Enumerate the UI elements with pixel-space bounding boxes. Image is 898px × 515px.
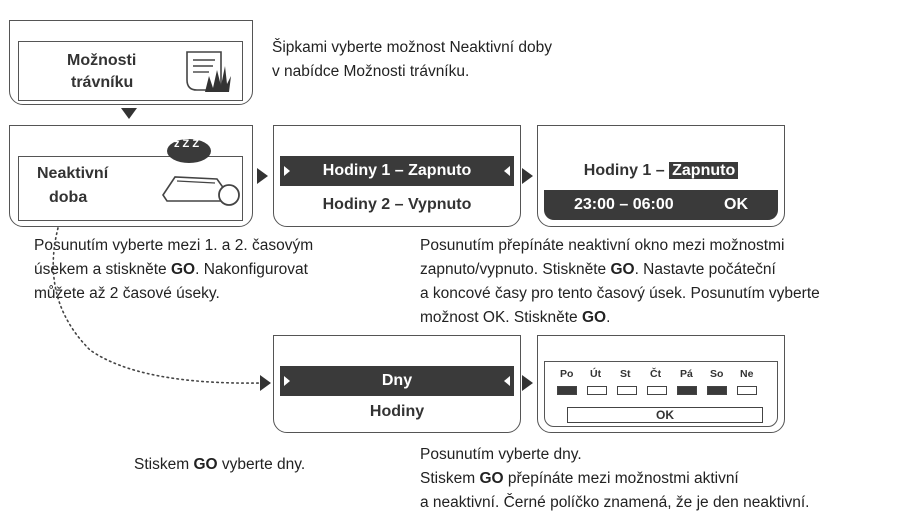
days-label: Dny bbox=[381, 372, 413, 389]
days-hours-list: Dny Hodiny bbox=[280, 366, 514, 428]
select-period-text-3: můžete až 2 časové úseky. bbox=[34, 285, 220, 302]
step1-text-line2: v nabídce Možnosti trávníku. bbox=[272, 63, 470, 80]
hours-edit-ok-button[interactable]: OK bbox=[724, 196, 748, 213]
lawn-options-label-1: Možnosti bbox=[67, 52, 137, 69]
toggle-window-text-2: zapnuto/vypnuto. Stiskněte GO. Nastavte … bbox=[420, 261, 776, 278]
inactive-time-label-1: Neaktivní bbox=[37, 165, 109, 182]
hours-edit-title: Hodiny 1 – Zapnuto bbox=[544, 156, 778, 186]
day-checkbox-0[interactable] bbox=[557, 386, 577, 395]
select-days-text-2: Stiskem GO přepínáte mezi možnostmi akti… bbox=[420, 470, 739, 487]
select-days-text-1: Posunutím vyberte dny. bbox=[420, 446, 582, 463]
days-screen: Po Út St Čt Pá So Ne OK bbox=[537, 335, 785, 433]
day-label-6: Ne bbox=[740, 368, 754, 380]
time-range-value[interactable]: 23:00 – 06:00 bbox=[574, 196, 674, 213]
day-checkbox-2[interactable] bbox=[617, 386, 637, 395]
hours-2-label: Hodiny 2 – Vypnuto bbox=[322, 196, 472, 213]
inactive-time-menu-item: Neaktivní doba z Z Z bbox=[18, 138, 243, 221]
lawn-options-icon bbox=[186, 51, 231, 92]
select-period-text-2: úsekem a stiskněte GO. Nakonfigurovat bbox=[34, 261, 308, 278]
lawn-options-menu-item: Možnosti trávníku bbox=[18, 41, 243, 101]
day-checkbox-4[interactable] bbox=[677, 386, 697, 395]
hours-edit-state-value[interactable]: Zapnuto bbox=[669, 162, 739, 179]
select-days-text-3: a neaktivní. Černé políčko znamená, že j… bbox=[420, 494, 810, 511]
right-arrow-icon bbox=[260, 375, 271, 391]
selection-left-marker-icon bbox=[284, 376, 290, 386]
day-checkbox-6[interactable] bbox=[737, 386, 757, 395]
day-label-0: Po bbox=[560, 368, 574, 380]
hours-1-label: Hodiny 1 – Zapnuto bbox=[322, 162, 472, 179]
days-ok-button[interactable]: OK bbox=[567, 407, 763, 423]
lawn-options-label-2: trávníku bbox=[71, 74, 134, 91]
inactive-time-label-2: doba bbox=[49, 189, 88, 206]
selection-right-marker-icon bbox=[504, 376, 510, 386]
day-checkbox-3[interactable] bbox=[647, 386, 667, 395]
days-panel: Po Út St Čt Pá So Ne OK bbox=[544, 361, 778, 427]
hours-edit-time-row: 23:00 – 06:00 OK bbox=[544, 190, 778, 220]
days-grid: Po Út St Čt Pá So Ne bbox=[545, 362, 777, 402]
day-label-4: Pá bbox=[680, 368, 693, 380]
right-arrow-icon bbox=[522, 375, 533, 391]
day-checkbox-5[interactable] bbox=[707, 386, 727, 395]
sleeping-mower-icon bbox=[162, 139, 240, 206]
hours-label: Hodiny bbox=[369, 403, 425, 420]
inactive-time-screen: Neaktivní doba z Z Z bbox=[9, 125, 253, 227]
go-days-text: Stiskem GO vyberte dny. bbox=[134, 456, 306, 473]
hours-edit-panel: Hodiny 1 – Zapnuto 23:00 – 06:00 OK bbox=[544, 156, 778, 221]
step1-text-line1: Šipkami vyberte možnost Neaktivní doby bbox=[272, 39, 552, 56]
day-label-1: Út bbox=[590, 368, 602, 380]
select-period-text-1: Posunutím vyberte mezi 1. a 2. časovým bbox=[34, 237, 314, 254]
toggle-window-text-3: a koncové časy pro tento časový úsek. Po… bbox=[420, 285, 820, 302]
day-checkbox-1[interactable] bbox=[587, 386, 607, 395]
selection-left-marker-icon bbox=[284, 166, 290, 176]
selection-right-marker-icon bbox=[504, 166, 510, 176]
days-ok-label: OK bbox=[656, 408, 674, 422]
hours-select-screen: Hodiny 1 – Zapnuto Hodiny 2 – Vypnuto bbox=[273, 125, 521, 227]
day-label-3: Čt bbox=[650, 368, 662, 380]
down-arrow-icon bbox=[121, 108, 137, 119]
right-arrow-icon bbox=[522, 168, 533, 184]
zzz-label: z Z Z bbox=[174, 138, 200, 150]
hours-1-row[interactable]: Hodiny 1 – Zapnuto bbox=[280, 156, 514, 186]
toggle-window-text-1: Posunutím přepínáte neaktivní okno mezi … bbox=[420, 237, 785, 254]
hours-edit-screen: Hodiny 1 – Zapnuto 23:00 – 06:00 OK bbox=[537, 125, 785, 227]
hours-edit-title-prefix: Hodiny 1 – bbox=[583, 162, 670, 179]
day-label-5: So bbox=[710, 368, 724, 380]
toggle-window-text-4: možnost OK. Stiskněte GO. bbox=[420, 309, 611, 326]
right-arrow-icon bbox=[257, 168, 268, 184]
days-row[interactable]: Dny bbox=[280, 366, 514, 396]
days-hours-screen: Dny Hodiny bbox=[273, 335, 521, 433]
hours-row[interactable]: Hodiny bbox=[280, 398, 514, 426]
day-label-2: St bbox=[620, 368, 631, 380]
hours-2-row[interactable]: Hodiny 2 – Vypnuto bbox=[280, 190, 514, 220]
hours-select-list: Hodiny 1 – Zapnuto Hodiny 2 – Vypnuto bbox=[280, 156, 514, 221]
lawn-options-screen: Možnosti trávníku bbox=[9, 20, 253, 105]
